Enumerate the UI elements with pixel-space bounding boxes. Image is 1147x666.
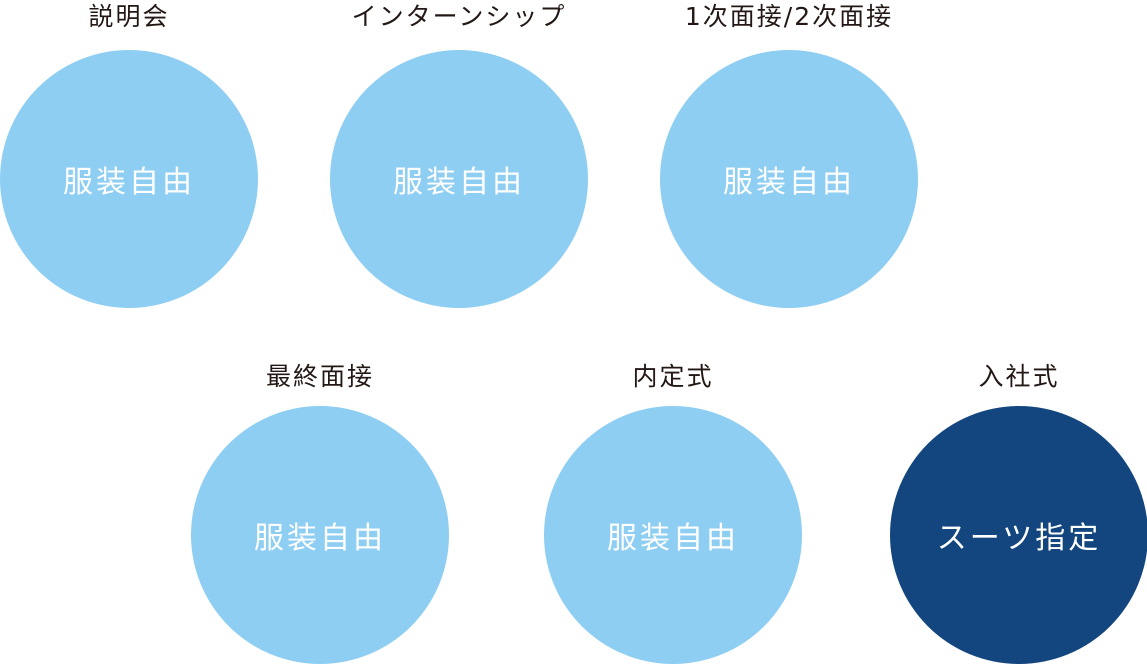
stage-briefing: 説明会 服装自由 <box>0 0 264 310</box>
dress-code-text: 服装自由 <box>254 521 386 556</box>
stage-label: 1次面接/2次面接 <box>684 2 894 31</box>
stage-internship: インターンシップ 服装自由 <box>324 0 594 310</box>
dress-code-circle: 服装自由 <box>191 406 449 664</box>
dress-code-text: スーツ指定 <box>936 521 1102 556</box>
dress-code-circle: 服装自由 <box>330 50 588 308</box>
stage-first-second-interview: 1次面接/2次面接 服装自由 <box>654 0 924 310</box>
dress-code-text: 服装自由 <box>63 165 195 200</box>
stage-offer-ceremony: 内定式 服装自由 <box>538 356 808 666</box>
stage-label: インターンシップ <box>351 2 567 31</box>
stage-label: 説明会 <box>88 2 170 31</box>
stage-final-interview: 最終面接 服装自由 <box>185 356 455 666</box>
stage-label: 内定式 <box>632 362 714 391</box>
dress-code-text: 服装自由 <box>723 165 855 200</box>
dress-code-circle: 服装自由 <box>0 50 258 308</box>
dress-code-text: 服装自由 <box>393 165 525 200</box>
stage-label: 最終面接 <box>265 362 374 391</box>
dress-code-circle: スーツ指定 <box>890 406 1147 664</box>
dress-code-circle: 服装自由 <box>544 406 802 664</box>
dress-code-circle: 服装自由 <box>660 50 918 308</box>
stage-entrance-ceremony: 入社式 スーツ指定 <box>884 356 1147 666</box>
dress-code-text: 服装自由 <box>607 521 739 556</box>
stage-label: 入社式 <box>978 362 1060 391</box>
